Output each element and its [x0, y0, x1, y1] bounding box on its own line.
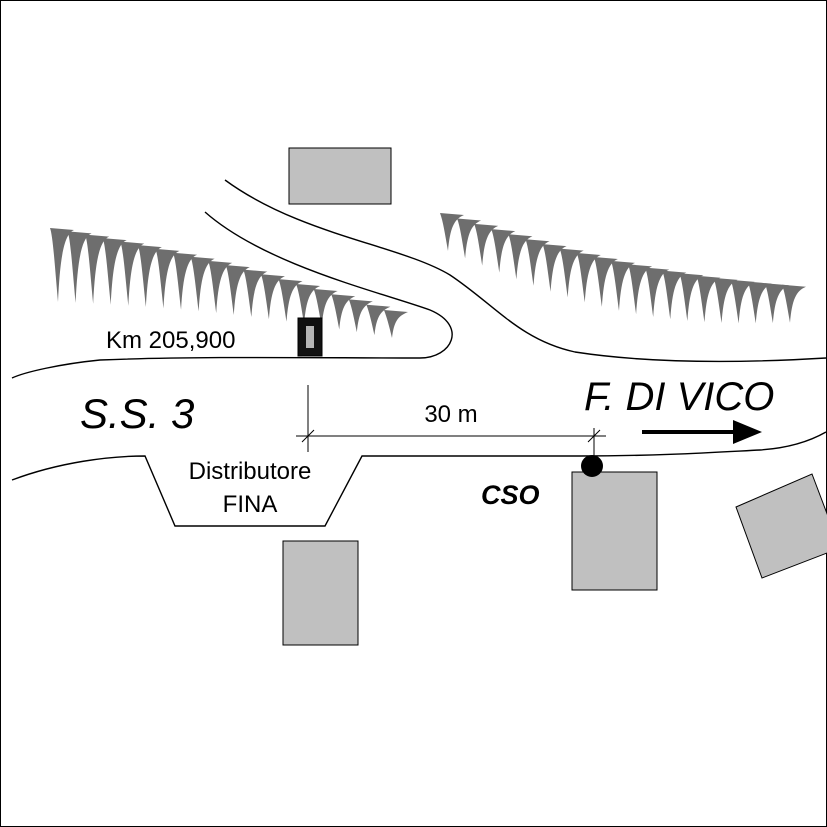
distance-label: 30 m	[424, 401, 477, 428]
hachure-mark	[645, 267, 670, 318]
hachure-mark	[628, 264, 653, 315]
hachure-mark	[67, 231, 92, 303]
hachure-mark	[679, 273, 704, 322]
hachure-mark	[662, 270, 687, 320]
hachure-mark	[384, 310, 408, 338]
hachure-mark	[440, 213, 464, 251]
site-label: CSO	[481, 480, 540, 510]
hachure-mark	[730, 279, 755, 324]
hachure-mark	[120, 241, 145, 306]
hachure-mark	[296, 284, 321, 325]
arrow-right-icon	[642, 420, 762, 444]
hachure-mark	[366, 304, 391, 336]
hachure-mark	[491, 229, 516, 273]
embankment-hachures-right	[440, 213, 806, 324]
hachure-mark	[208, 260, 233, 314]
kilometre-post-icon	[297, 317, 323, 357]
spur-line	[11, 211, 453, 379]
hachure-mark	[155, 248, 180, 309]
filled-circle-icon	[581, 455, 603, 477]
hachure-mark	[764, 283, 789, 324]
hachure-mark	[696, 275, 721, 323]
hachure-mark	[260, 274, 285, 320]
hachure-mark	[747, 281, 772, 324]
hachure-mark	[348, 299, 373, 333]
hachure-mark	[102, 238, 127, 305]
hachure-mark	[508, 234, 533, 280]
hachure-mark	[782, 284, 806, 323]
fuel-station-label-line2: FINA	[223, 491, 278, 518]
hachure-mark	[50, 228, 74, 302]
building-east	[735, 473, 827, 579]
hachure-mark	[559, 248, 584, 298]
building-cso	[571, 471, 658, 591]
hachure-mark	[457, 218, 482, 259]
hachure-mark	[243, 269, 268, 318]
fuel-station-label-line1: Distributore	[189, 458, 312, 485]
hachure-mark	[331, 294, 356, 330]
building-north	[288, 147, 392, 205]
hachure-mark	[85, 234, 110, 304]
upper-ridge-line	[224, 179, 827, 363]
hachure-mark	[225, 265, 250, 315]
hachure-mark	[525, 239, 550, 286]
hachure-mark	[611, 260, 635, 311]
hachure-mark	[190, 256, 215, 312]
hachure-mark	[542, 244, 567, 292]
hachure-mark	[137, 245, 162, 308]
direction-label: F. DI VICO	[584, 375, 774, 419]
embankment-hachures-left	[50, 228, 408, 338]
hachure-mark	[173, 252, 198, 310]
hachure-mark	[278, 279, 303, 322]
road-lower-edge	[11, 431, 827, 527]
km-marker-label: Km 205,900	[106, 327, 235, 354]
distance-dimension	[296, 385, 606, 458]
hachure-mark	[713, 277, 738, 323]
building-south-west	[282, 540, 359, 646]
hachure-mark	[313, 289, 338, 327]
hachure-mark	[474, 223, 499, 266]
hachure-mark	[576, 252, 601, 303]
road-name-label: S.S. 3	[80, 390, 194, 437]
hachure-mark	[593, 257, 618, 307]
